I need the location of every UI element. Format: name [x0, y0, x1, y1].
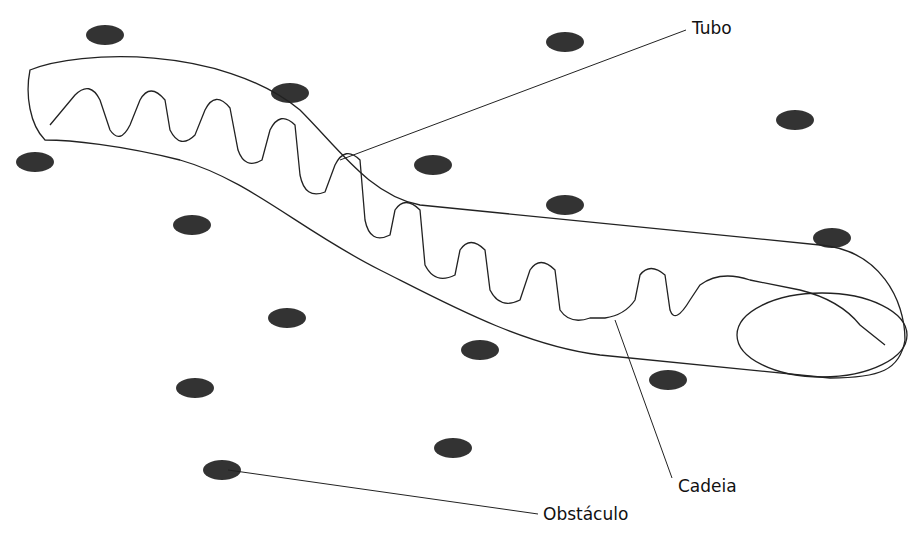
chain — [50, 89, 885, 345]
part-label: Obstáculo — [541, 504, 630, 524]
part-label: Cadeia — [676, 476, 739, 496]
tube-end — [737, 293, 907, 377]
leader-lines — [228, 30, 686, 514]
obstacles — [16, 25, 851, 480]
tube-outline — [28, 57, 905, 378]
part-label: Tubo — [690, 18, 734, 38]
